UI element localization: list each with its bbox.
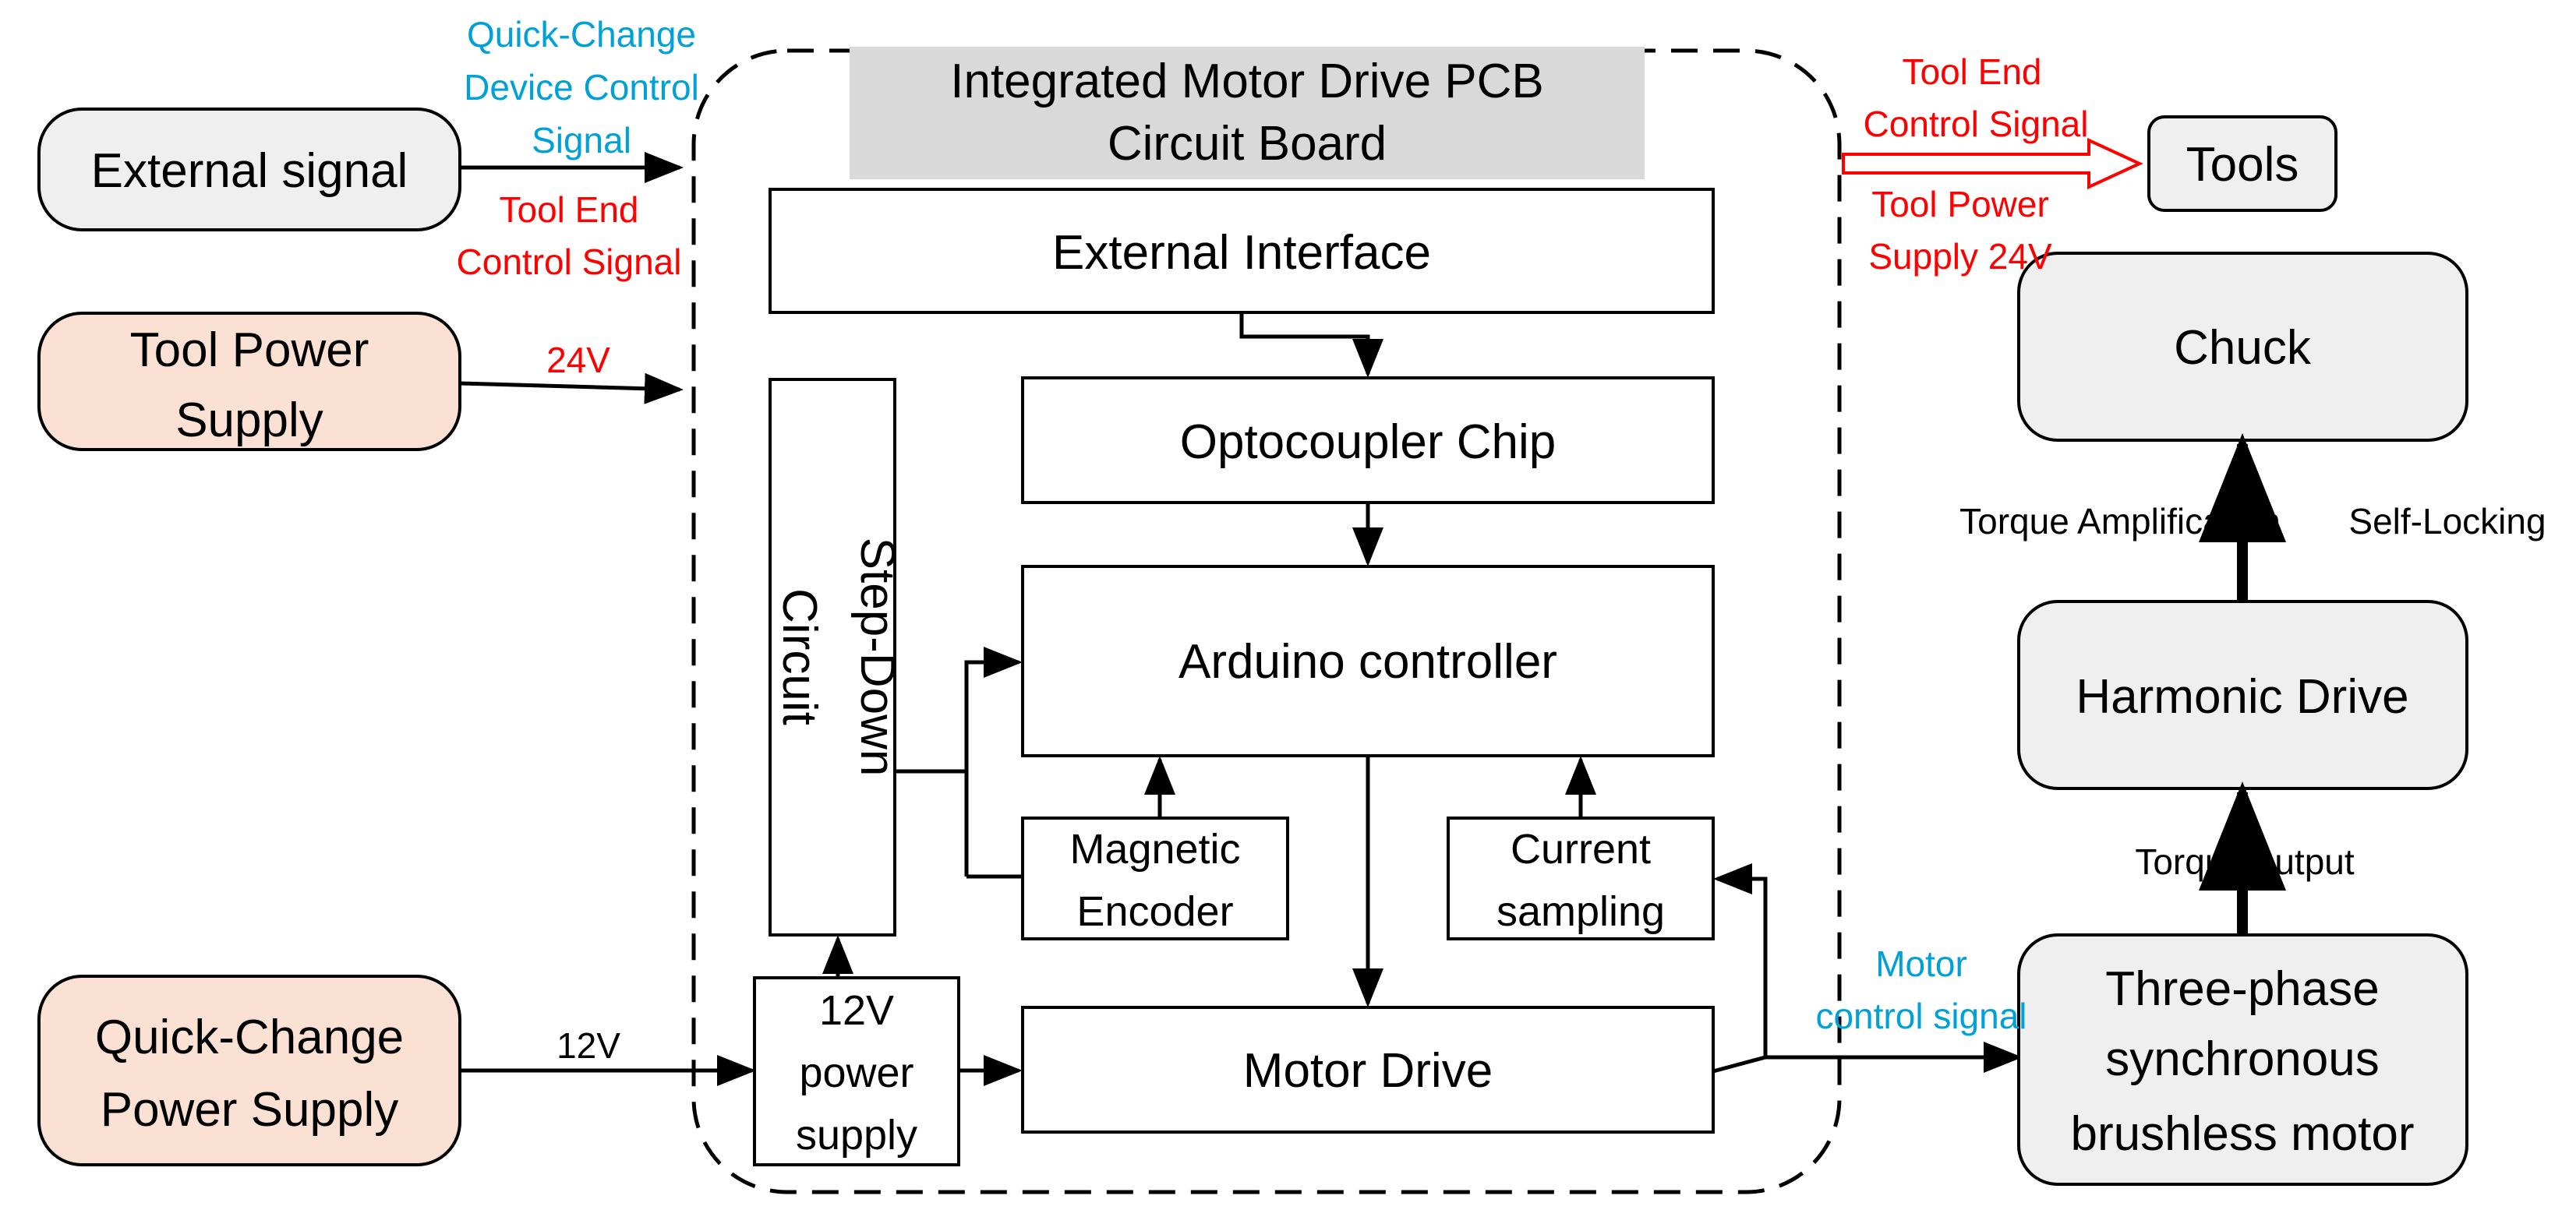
motor-drive-label: Motor Drive xyxy=(1243,1044,1493,1098)
motor-control-label-line1: Motor xyxy=(1875,944,1967,984)
qc-signal-label-line2: Device Control xyxy=(464,67,699,108)
optocoupler-label: Optocoupler Chip xyxy=(1180,415,1557,469)
v24-label: 24V xyxy=(546,340,610,380)
out-tool-end-label-line2: Control Signal xyxy=(1864,104,2089,144)
tool-power-supply-line2: Supply xyxy=(175,393,323,447)
step-down-line2: Circuit xyxy=(772,588,826,725)
power-supply-12v-block xyxy=(753,976,960,1166)
optocoupler-block xyxy=(1021,376,1715,504)
step-down-to-arduino-arrow xyxy=(964,647,1023,877)
out-tool-power-label-line2: Supply 24V xyxy=(1868,236,2052,277)
tool-output-hollow-arrow xyxy=(1842,137,2143,190)
current-sampling-line2: sampling xyxy=(1496,888,1665,935)
power-supply-12v-line2: power xyxy=(799,1049,913,1096)
brushless-motor-line2: synchronous xyxy=(2105,1032,2380,1086)
tool-end-label-line2: Control Signal xyxy=(457,242,682,282)
tool-power-supply-line1: Tool Power xyxy=(130,323,369,377)
chuck-label: Chuck xyxy=(2174,321,2312,375)
tools-label: Tools xyxy=(2186,138,2299,192)
current-sampling-line1: Current xyxy=(1511,826,1651,873)
qc-signal-label-line1: Quick-Change xyxy=(467,14,696,55)
self-locking-label: Self-Locking xyxy=(2348,501,2546,541)
external-signal-label: External signal xyxy=(91,144,408,198)
motor-drive-output-line xyxy=(1712,1042,2023,1074)
tool-power-supply-box xyxy=(37,312,461,451)
step-down-line1: Step-Down xyxy=(850,538,904,777)
arduino-label: Arduino controller xyxy=(1178,635,1557,689)
v12-label: 12V xyxy=(557,1025,620,1066)
motor-control-label-line2: control signal xyxy=(1815,996,2027,1036)
external-interface-block xyxy=(769,188,1715,314)
torque-output-label: Torque output xyxy=(2135,841,2355,882)
current-sampling-block xyxy=(1447,817,1715,940)
magnetic-encoder-line2: Encoder xyxy=(1076,888,1233,935)
magnetic-encoder-line1: Magnetic xyxy=(1069,826,1240,873)
pcb-title-line1: Integrated Motor Drive PCB xyxy=(950,55,1544,108)
external-interface-label: External Interface xyxy=(1052,226,1431,280)
motor-drive-block xyxy=(1021,1006,1715,1134)
power-supply-12v-line1: 12V xyxy=(819,987,894,1034)
tool-power-arrow xyxy=(459,372,684,404)
torque-amplification-label: Torque Amplification xyxy=(1959,501,2281,541)
magnetic-encoder-block xyxy=(1021,817,1289,940)
interface-to-optocoupler-arrow xyxy=(1239,312,1383,378)
tool-end-label-line1: Tool End xyxy=(499,189,638,230)
tools-box xyxy=(2147,115,2337,212)
pcb-title-bar xyxy=(850,47,1645,179)
quick-change-power-supply-line2: Power Supply xyxy=(101,1083,399,1137)
out-tool-power-label-line1: Tool Power xyxy=(1871,184,2049,224)
brushless-motor-line3: brushless motor xyxy=(2070,1107,2414,1161)
step-down-block xyxy=(769,378,896,937)
qc-signal-label-line3: Signal xyxy=(532,120,631,160)
brushless-motor-line1: Three-phase xyxy=(2105,962,2380,1016)
harmonic-drive-label: Harmonic Drive xyxy=(2076,670,2408,724)
current-feedback-arrow xyxy=(1713,863,1768,1057)
power-supply-12v-line3: supply xyxy=(796,1112,917,1159)
quick-change-power-supply-line1: Quick-Change xyxy=(95,1011,404,1064)
out-tool-end-label-line1: Tool End xyxy=(1902,51,2041,92)
pcb-title-line2: Circuit Board xyxy=(1108,117,1387,171)
arduino-block xyxy=(1021,565,1715,757)
